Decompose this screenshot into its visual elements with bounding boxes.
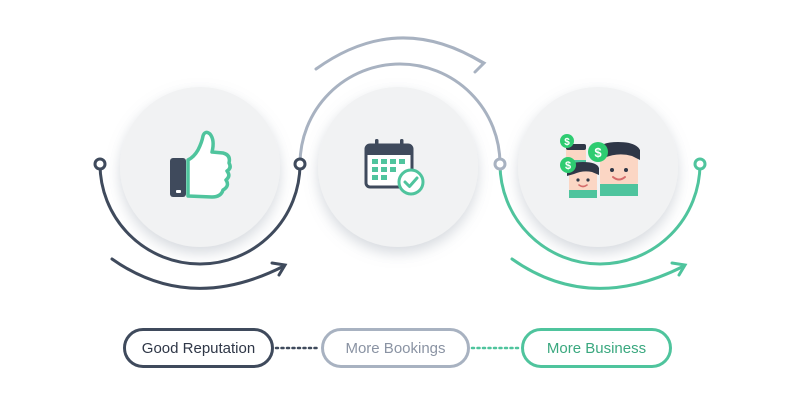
junction-node-1 bbox=[293, 157, 307, 171]
stage-3-end-node bbox=[693, 157, 707, 171]
stage-1-connector bbox=[93, 157, 302, 290]
stage-3-lower-arrow bbox=[510, 257, 686, 290]
more-business-pill: More Business bbox=[521, 328, 672, 368]
stage-3-lower-arc bbox=[498, 162, 702, 266]
thumbs-up-icon bbox=[170, 130, 232, 199]
more-bookings-label: More Bookings bbox=[345, 339, 446, 357]
dollar-coin-icon: $ bbox=[588, 142, 608, 162]
stage-1-start-node bbox=[93, 157, 107, 171]
good-reputation-label: Good Reputation bbox=[141, 339, 256, 357]
stage-2-upper-arc bbox=[298, 62, 502, 166]
good-reputation-pill: Good Reputation bbox=[123, 328, 274, 368]
more-bookings-pill: More Bookings bbox=[321, 328, 470, 368]
stage-1-lower-arc bbox=[98, 162, 302, 266]
dollar-coin-icon: $ bbox=[560, 134, 574, 148]
more-business-label: More Business bbox=[546, 339, 647, 357]
stage-3-arrowhead bbox=[670, 261, 688, 277]
stage-1-lower-arrow bbox=[110, 257, 286, 290]
svg-text:$: $ bbox=[564, 137, 570, 148]
stage-3-connector bbox=[498, 157, 707, 290]
stage-2-arrowhead bbox=[469, 54, 487, 74]
happy-customers-dollar-icon: $ $ $ bbox=[560, 134, 640, 198]
svg-text:$: $ bbox=[565, 160, 571, 172]
svg-text:$: $ bbox=[594, 145, 602, 160]
stage-1-arrowhead bbox=[270, 261, 288, 277]
stage-2-connector bbox=[298, 36, 502, 166]
junction-node-2 bbox=[493, 157, 507, 171]
dollar-coin-icon: $ bbox=[560, 157, 576, 173]
calendar-check-icon bbox=[364, 139, 425, 196]
stage-2-upper-arrow bbox=[314, 36, 485, 71]
